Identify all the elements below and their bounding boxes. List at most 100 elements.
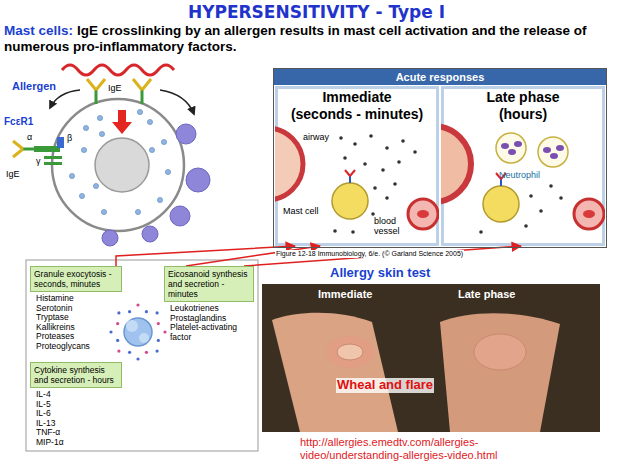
response-panel: Acute responsesImmediate(seconds - minut… [273,68,607,248]
photo-ground [262,284,600,432]
mediator-item: MIP-1α [30,438,122,448]
mediator-dot [333,229,337,233]
antibody-label: IgE [6,169,20,179]
airway [441,126,471,202]
nucleus [95,138,149,192]
source-url: http://allergies.emedtv.com/allergies-vi… [300,436,550,461]
mediator-dot [353,142,357,146]
mediator-item: Kallikreins [30,323,122,333]
airway [275,128,303,200]
mediator-dot [413,150,417,154]
subtitle: Mast cells:IgE crosslinking by an allerg… [4,23,630,55]
slide-title: HYPERSENSITIVITY - Type I [0,2,633,22]
mediator-item: IL-5 [30,400,122,410]
mediator-dot [163,330,166,333]
ige-arm [496,173,501,179]
ige-arm [87,79,96,90]
granule [147,119,152,124]
nucleus-lobe [514,141,522,147]
released-granule [102,230,118,246]
panel-title: (hours) [441,106,605,123]
granule [83,125,88,130]
mediator-dot [136,303,139,306]
activated-cell [124,318,152,346]
ige-arm [501,173,506,179]
mediator-item: IL-4 [30,390,122,400]
chain-label: γ [36,156,41,166]
granule [149,147,154,152]
granule [137,109,142,114]
receptor-label: FcεR1 [4,116,33,128]
ige-stem [141,90,144,104]
granule [135,209,140,214]
ige-arm [142,79,151,90]
mediator-dot [369,134,373,138]
granule [165,169,170,174]
mediator-dot [128,351,131,354]
photo-heading: Allergy skin test [330,266,430,281]
mediator-dot [116,322,119,325]
mediator-dot [381,168,385,172]
forearm [440,313,560,432]
ige-stem [95,90,98,104]
neutrophil [538,137,568,167]
ige-stem [500,179,502,186]
mediator-dot [116,339,119,342]
chain-label: β [67,133,72,143]
mediator-dot [393,182,397,186]
gamma-chain [44,162,62,165]
released-mediators [109,303,166,360]
granule [161,139,166,144]
mediator-item: Platelet-activating factor [164,323,254,342]
mediator-dot [401,139,405,143]
chain-label: α [27,132,32,142]
cell-label: Neutrophil [499,170,540,180]
mediator-item: Serotonin [30,304,122,314]
mediator-dot [145,310,148,313]
granule [93,183,98,188]
ige-stem [349,176,351,183]
nucleus-lobe [501,143,509,149]
alpha-chain [34,146,60,152]
mediator-dot [539,209,543,213]
mediator-box: Cytokine synthesis and secretion - hours… [30,362,122,447]
granule [79,193,84,198]
ige-arm [350,170,355,176]
wheal [337,344,363,360]
released-granule [142,226,158,242]
granule [99,131,104,136]
mediator-dot [479,230,483,234]
mediator-dot [397,160,401,164]
figure-frame [26,260,258,451]
immediate-scene [275,88,438,245]
mediator-dot [373,186,377,190]
ige-arm [13,149,23,157]
mediator-item: Tryptase [30,313,122,323]
photo-label: Late phase [458,288,515,301]
mediators [479,184,563,234]
mediator-item: Proteases [30,332,122,342]
gamma-chain [44,156,62,159]
figure-caption: Figure 12-18 Immunobiology, 6/e. (© Garl… [275,250,464,258]
released-granule [186,168,210,192]
mediator-heading: Cytokine synthesis and secretion - hours [30,362,122,388]
phase-panel: Late phase(hours) [441,86,605,246]
nucleus-lobe [550,153,558,159]
mediator-heading: Granule exocytosis - seconds, minutes [30,266,122,292]
mediator-dot [559,196,563,200]
ige-arm [133,79,142,90]
mediator-dot [343,156,347,160]
mediator-dot [371,212,375,216]
red-cell [583,210,595,218]
mast-cell [483,186,519,222]
granule [69,173,74,178]
photo-annotation: Wheal and flare [336,378,434,393]
blood-vessel [574,199,604,229]
mediator-item: Leukotrienes [164,304,254,314]
released-granule [176,124,196,144]
panel-title: Acute responses [274,69,606,85]
connector [186,246,320,266]
mediator-dot [157,322,160,325]
panel-title: (seconds - minutes) [275,106,439,123]
